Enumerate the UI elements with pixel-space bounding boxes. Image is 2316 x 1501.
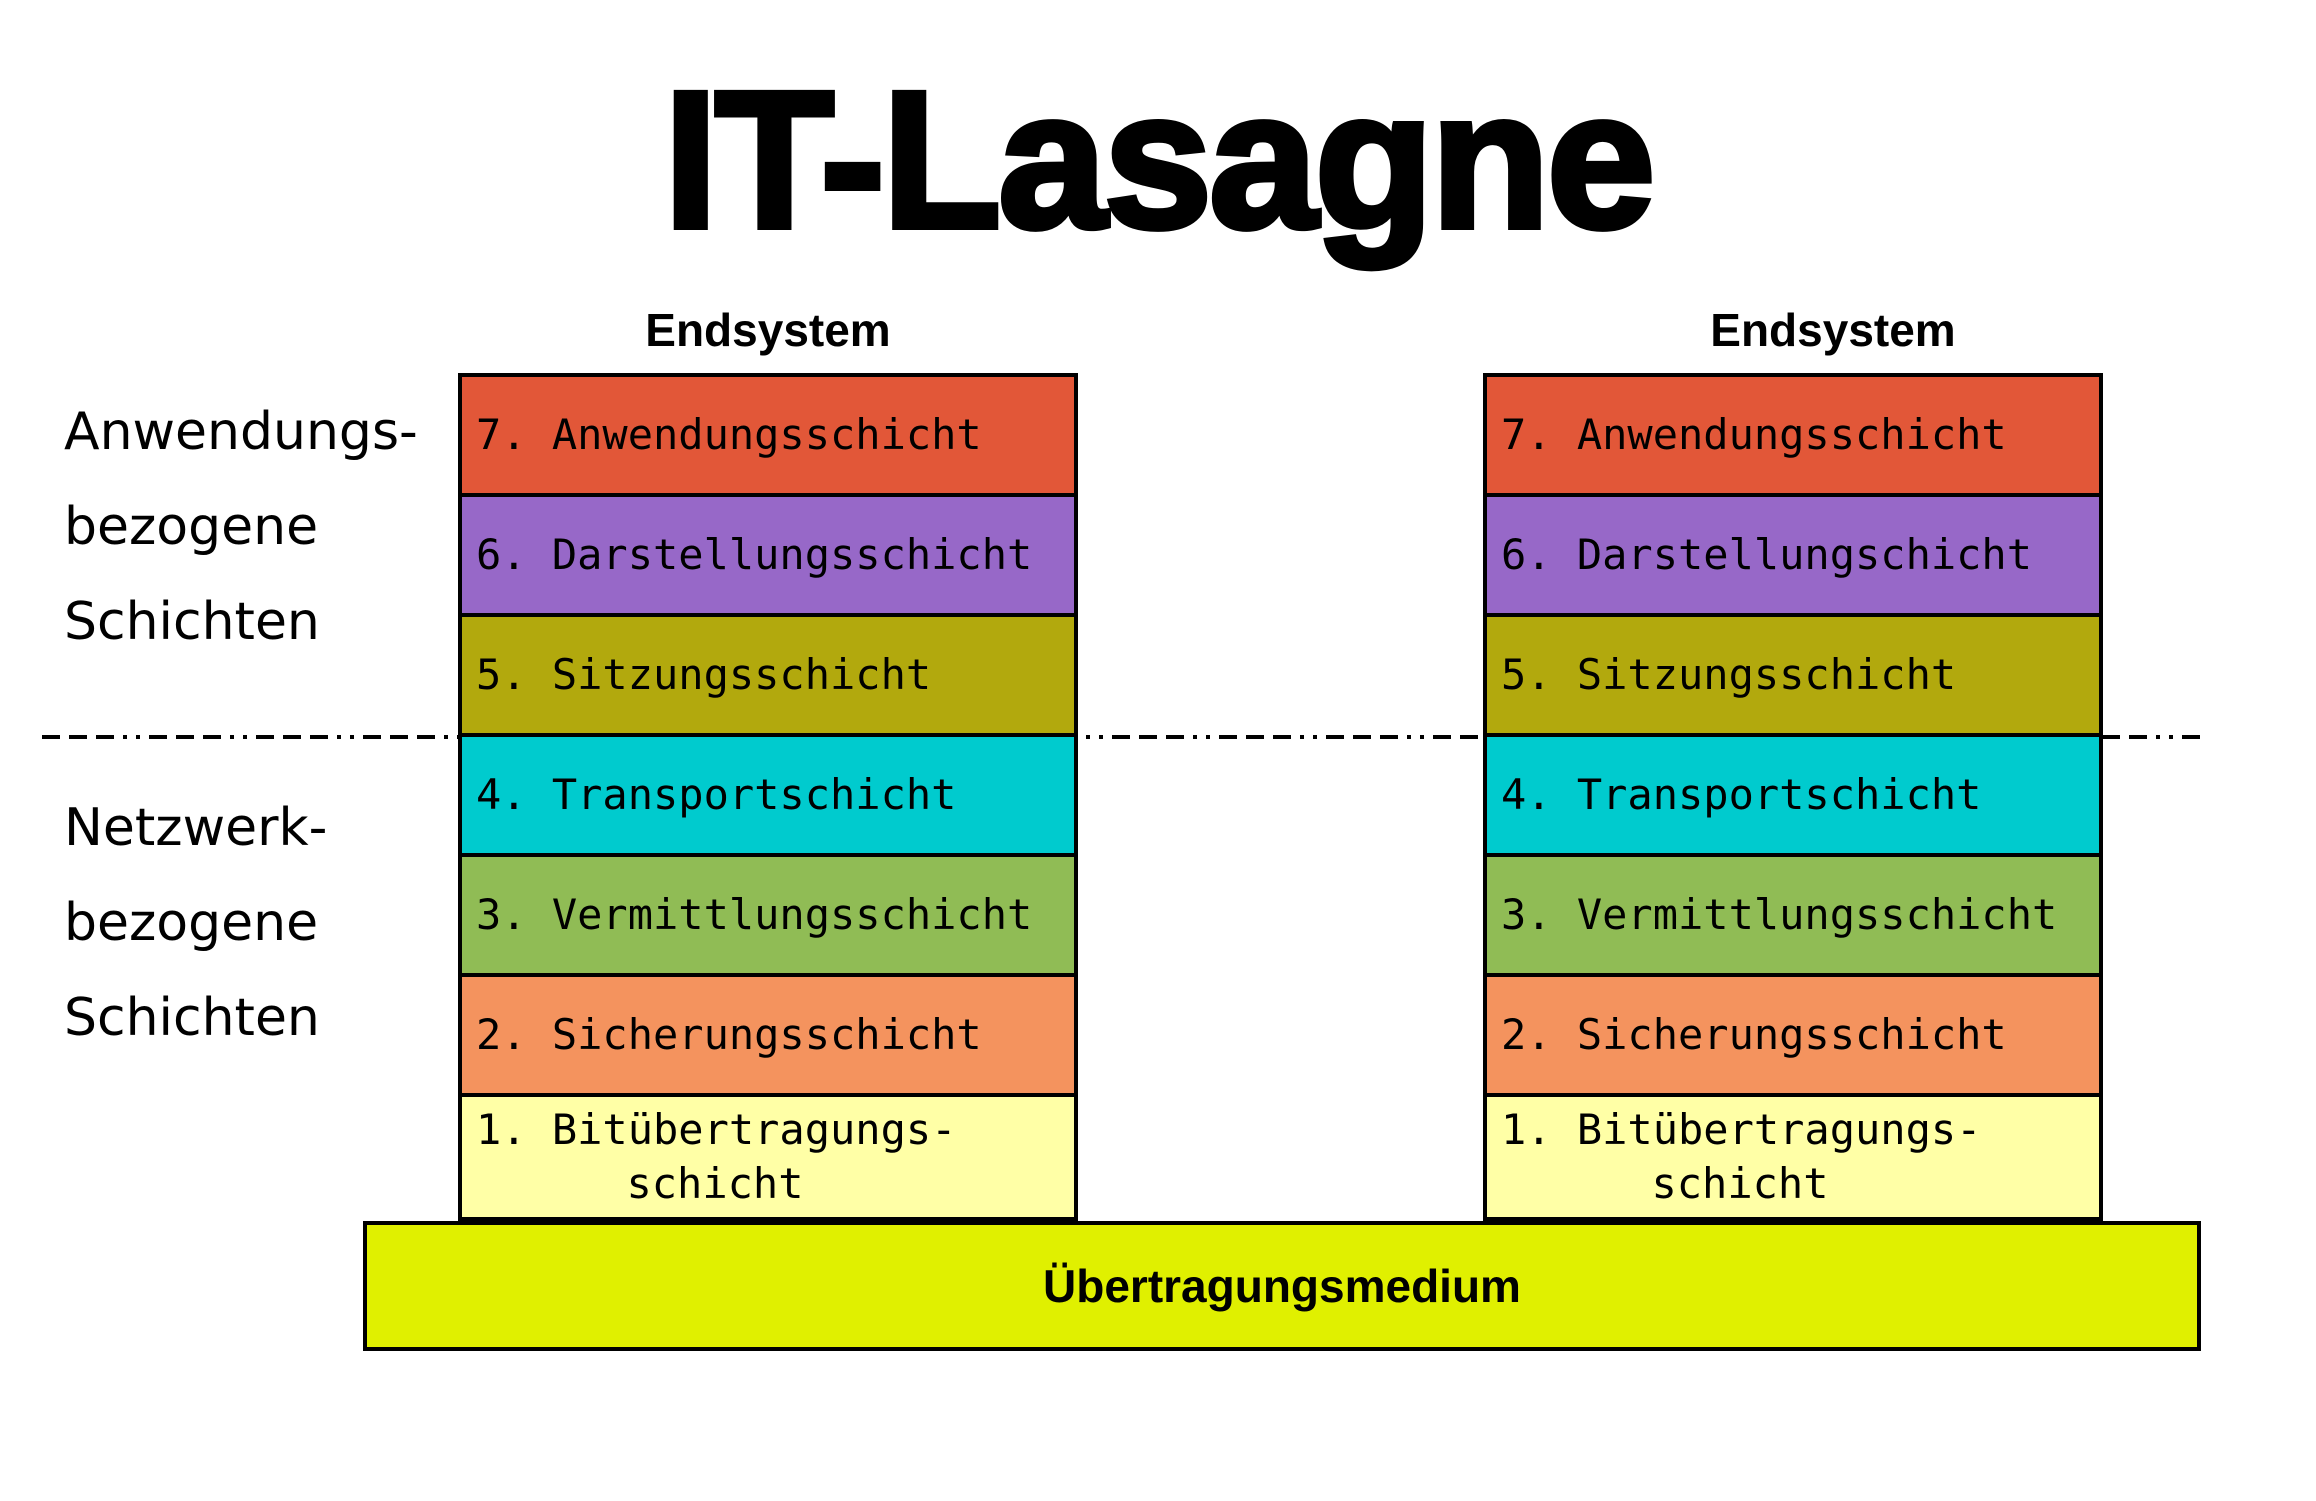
side-label-application-line-2: bezogene (64, 497, 319, 557)
osi-column-right: 7. Anwendungsschicht 6. Darstellungschic… (1483, 373, 2103, 1221)
layer-label: 2. Sicherungsschicht (476, 1010, 982, 1059)
endsystem-header-left: Endsystem (645, 304, 891, 356)
layer-label: 7. Anwendungsschicht (476, 410, 982, 459)
layer-label: 6. Darstellungschicht (1501, 530, 2033, 579)
layer-7-anwendungsschicht: 7. Anwendungsschicht (1487, 377, 2099, 497)
layer-1-bituebertragungsschicht: 1. Bitübertragungs- schicht (1487, 1097, 2099, 1217)
layer-3-vermittlungsschicht: 3. Vermittlungsschicht (1487, 857, 2099, 977)
side-label-network-line-1: Netzwerk- (64, 798, 328, 858)
layer-label: 1. Bitübertragungs- schicht (476, 1103, 1074, 1211)
endsystem-header-right: Endsystem (1710, 304, 1956, 356)
transmission-medium-bar: Übertragungsmedium (363, 1221, 2201, 1351)
layer-label-line-1: 1. Bitübertragungs- (476, 1105, 957, 1154)
diagram-title: IT-Lasagne (661, 48, 1659, 272)
side-label-application-line-1: Anwendungs- (64, 402, 418, 462)
layer-5-sitzungsschicht: 5. Sitzungsschicht (462, 617, 1074, 737)
layer-4-transportschicht: 4. Transportschicht (1487, 737, 2099, 857)
layer-4-transportschicht: 4. Transportschicht (462, 737, 1074, 857)
layer-label: 4. Transportschicht (1501, 770, 1982, 819)
layer-7-anwendungsschicht: 7. Anwendungsschicht (462, 377, 1074, 497)
layer-2-sicherungsschicht: 2. Sicherungsschicht (1487, 977, 2099, 1097)
layer-2-sicherungsschicht: 2. Sicherungsschicht (462, 977, 1074, 1097)
layer-6-darstellungschicht: 6. Darstellungschicht (1487, 497, 2099, 617)
layer-3-vermittlungsschicht: 3. Vermittlungsschicht (462, 857, 1074, 977)
layer-1-bituebertragungsschicht: 1. Bitübertragungs- schicht (462, 1097, 1074, 1217)
osi-column-left: 7. Anwendungsschicht 6. Darstellungsschi… (458, 373, 1078, 1221)
layer-label: 5. Sitzungsschicht (476, 650, 932, 699)
layer-label: 7. Anwendungsschicht (1501, 410, 2007, 459)
layer-label: 1. Bitübertragungs- schicht (1501, 1103, 2099, 1211)
layer-6-darstellungsschicht: 6. Darstellungsschicht (462, 497, 1074, 617)
side-label-network-line-3: Schichten (64, 988, 320, 1048)
layer-label-line-2: schicht (1651, 1159, 1829, 1208)
transmission-medium-label: Übertragungsmedium (1043, 1260, 1521, 1312)
layer-label-line-1: 1. Bitübertragungs- (1501, 1105, 1982, 1154)
layer-label-line-2: schicht (626, 1159, 804, 1208)
layer-label: 4. Transportschicht (476, 770, 957, 819)
layer-label: 2. Sicherungsschicht (1501, 1010, 2007, 1059)
layer-5-sitzungsschicht: 5. Sitzungsschicht (1487, 617, 2099, 737)
layer-label: 6. Darstellungsschicht (476, 530, 1033, 579)
side-label-application-line-3: Schichten (64, 592, 320, 652)
layer-label: 3. Vermittlungsschicht (476, 890, 1033, 939)
layer-label: 5. Sitzungsschicht (1501, 650, 1957, 699)
layer-label: 3. Vermittlungsschicht (1501, 890, 2058, 939)
side-label-network-line-2: bezogene (64, 893, 319, 953)
